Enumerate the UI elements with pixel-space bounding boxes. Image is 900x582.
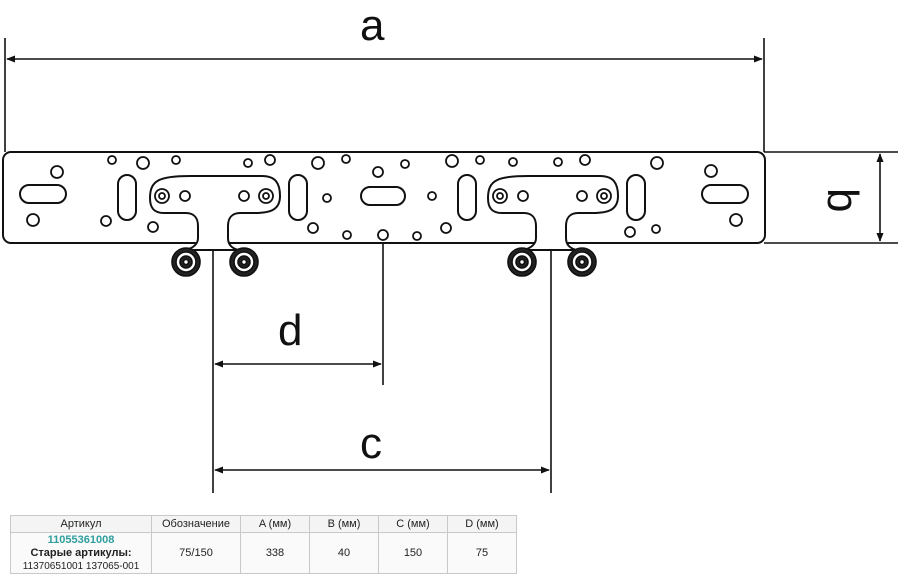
spec-table-header: Артикул Обозначение A (мм) B (мм) C (мм)… [10,515,517,533]
plate-holes [26,154,743,241]
header-d: D (мм) [447,515,517,533]
dimension-d-label: d [278,306,302,355]
mounting-plate-drawing: a b d c [2,1,898,493]
end-slot-right [701,184,749,204]
b-value: 40 [309,532,379,574]
header-article: Артикул [10,515,152,533]
article-cell: 11055361008 Старые артикулы: 11370651001… [10,532,152,574]
article-link[interactable]: 11055361008 [47,533,115,546]
c-value: 150 [378,532,448,574]
header-a: A (мм) [240,515,310,533]
old-articles-label: Старые артикулы: [30,546,132,559]
dimension-b-label: b [818,188,867,212]
bracket-holes [154,188,612,204]
dimension-a-label: a [360,1,385,50]
center-slot [360,186,406,206]
spec-table: Артикул Обозначение A (мм) B (мм) C (мм)… [10,515,517,574]
designation-value: 75/150 [151,532,241,574]
header-b: B (мм) [309,515,379,533]
a-value: 338 [240,532,310,574]
dimension-lines [6,55,884,474]
header-designation: Обозначение [151,515,241,533]
old-articles-values: 11370651001 137065-001 [22,560,140,572]
d-value: 75 [447,532,517,574]
extension-lines [4,38,898,493]
end-slot-left [19,184,67,204]
dimension-c-label: c [360,419,382,468]
table-row: 11055361008 Старые артикулы: 11370651001… [10,532,517,574]
header-c: C (мм) [378,515,448,533]
threaded-fittings [171,247,597,277]
